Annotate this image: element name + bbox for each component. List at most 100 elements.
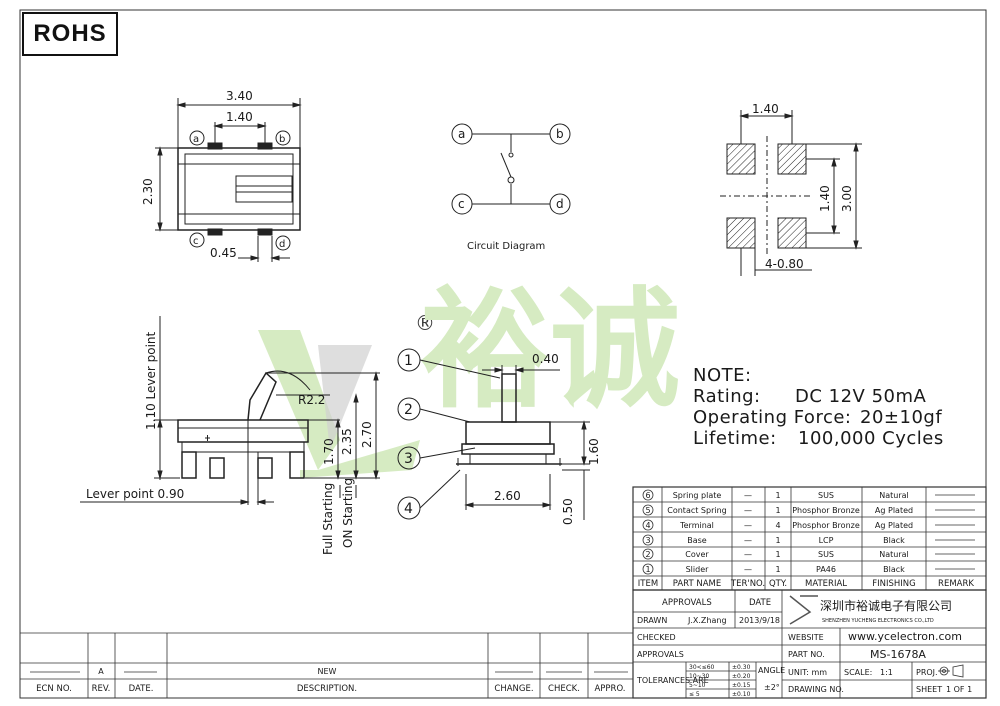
tb-tol-range: ≤ 5 (689, 691, 700, 698)
top-pin-c: c (193, 236, 199, 247)
bom-row-qty: 1 (775, 491, 780, 500)
front-callout-4: 4 (404, 501, 413, 517)
tb-unit: UNIT: mm (788, 668, 827, 677)
watermark-logo-left (258, 330, 340, 470)
tb-tol-value: ±0.20 (732, 673, 751, 680)
side-dim-270: 2.70 (360, 421, 374, 448)
rev-header-appro: APPRO. (594, 684, 625, 694)
bom-row-material: SUS (818, 491, 834, 500)
bom-row-item: 3 (645, 536, 650, 545)
circuit-terminal-a: a (458, 127, 465, 141)
front-callout-1: 1 (404, 353, 413, 369)
bom-row-finishing: Ag Plated (875, 521, 913, 530)
tb-approvals: APPROVALS (662, 598, 712, 608)
tb-angle-value: ±2° (764, 683, 780, 692)
tb-sheet-value: 1 OF 1 (946, 685, 972, 694)
bom-row-name: Spring plate (673, 491, 722, 500)
circuit-terminal-c: c (458, 197, 465, 211)
rev-header-change: CHANGE. (494, 684, 533, 694)
footprint-dim-total: 3.00 (840, 185, 854, 212)
front-callout-3: 3 (404, 451, 413, 467)
side-on-starting: ON Starting (341, 478, 355, 548)
circuit-diagram (451, 123, 571, 215)
tb-drawn: DRAWN (637, 616, 667, 625)
tb-angle-label: ANGLE (758, 666, 785, 675)
tb-scale-label: SCALE: (844, 668, 872, 677)
bom-row-finishing: Black (883, 565, 905, 574)
bom-row-material: SUS (818, 550, 834, 559)
tb-tol-range: 30<≤60 (689, 664, 715, 671)
tb-proj-label: PROJ. (916, 668, 938, 677)
top-view (155, 98, 302, 262)
side-lever-point-horizontal: Lever point 0.90 (86, 487, 184, 501)
front-view (397, 348, 590, 520)
top-dim-height: 2.30 (141, 178, 155, 205)
side-lever-point-vertical: 1.10 Lever point (144, 331, 158, 430)
top-dim-pin-width: 0.45 (210, 246, 237, 260)
bom-header-finishing: FINISHING (872, 579, 916, 589)
tb-tol-value: ±0.30 (732, 664, 751, 671)
note-force-label: Operating Force: (693, 407, 851, 428)
bom-row-material: Phosphor Bronze (792, 506, 860, 515)
bom-row-ter: — (744, 491, 752, 500)
drawing-border (19, 9, 987, 699)
bom-row-material: PA46 (816, 565, 836, 574)
side-view (80, 316, 380, 505)
bom-row-qty: 1 (775, 506, 780, 515)
bom-header-qty: QTY. (769, 579, 787, 589)
side-radius: R2.2 (298, 393, 325, 407)
note-force-value: 20±10gf (860, 407, 942, 428)
revision-text: A NEW ECN NO. REV. DATE. DESCRIPTION. CH… (36, 667, 625, 694)
front-callout-2: 2 (404, 402, 413, 418)
top-dim-width: 3.40 (226, 89, 253, 103)
bom-row-name: Terminal (679, 521, 714, 530)
front-dim-base: 0.50 (561, 498, 575, 525)
bom-header-remark: REMARK (938, 579, 974, 589)
bom-row-name: Slider (686, 565, 710, 574)
rev-header-description: DESCRIPTION. (297, 684, 357, 694)
watermark-logo-bottom (300, 440, 420, 478)
bom-header-ter: TER'NO. (730, 579, 765, 589)
projection-symbol-icon (938, 664, 964, 678)
rev-header-check: CHECK. (548, 684, 580, 694)
tb-tolerances-label: TOLERANCES ARE (636, 676, 709, 685)
rev-header-date: DATE. (129, 684, 154, 694)
bom-row-qty: 4 (775, 521, 780, 530)
footprint-pad-note: 4-0.80 (765, 257, 804, 271)
rohs-label: ROHS (33, 20, 107, 47)
bom-row-ter: — (744, 565, 752, 574)
top-dim-pin-pitch: 1.40 (226, 110, 253, 124)
bom-row: 4 Terminal — 4 Phosphor Bronze Ag Plated (645, 521, 913, 530)
rev-header-ecn: ECN NO. (36, 684, 72, 694)
bom-row-item: 4 (645, 521, 650, 530)
bom-row-ter: — (744, 521, 752, 530)
tb-tol-value: ±0.15 (732, 682, 751, 689)
tb-tol-range: 5~10 (689, 682, 706, 689)
bom-row: 3 Base — 1 LCP Black (645, 536, 905, 545)
side-dim-170: 1.70 (322, 438, 336, 465)
tb-approvals2: APPROVALS (637, 650, 684, 659)
bom-row-item: 1 (645, 565, 650, 574)
bom-row-finishing: Natural (879, 491, 909, 500)
bom-row-name: Cover (685, 550, 709, 559)
tb-company-en: SHENZHEN YUCHENG ELECTRONICS CO.,LTD (822, 618, 934, 624)
side-dim-235: 2.35 (340, 428, 354, 455)
footprint-dim-pitch-y: 1.40 (818, 185, 832, 212)
tb-part-no: MS-1678A (870, 648, 926, 661)
front-dim-height: 1.60 (587, 438, 601, 465)
notes-block: NOTE: Rating: DC 12V 50mA Operating Forc… (693, 365, 943, 449)
watermark-logo-gray (318, 345, 372, 450)
bom-row: 5 Contact Spring — 1 Phosphor Bronze Ag … (645, 506, 913, 515)
title-block-text: APPROVALS DATE DRAWN J.X.Zhang 2013/9/18… (636, 598, 972, 698)
note-rating-label: Rating: (693, 386, 761, 407)
bom-header-row: ITEM PART NAME TER'NO. QTY. MATERIAL FIN… (638, 579, 975, 589)
bom-row-ter: — (744, 536, 752, 545)
bom-row-qty: 1 (775, 550, 780, 559)
tb-drawing-no-label: DRAWING NO. (788, 685, 844, 694)
title-block (632, 589, 987, 699)
revision-table (20, 632, 633, 698)
bom-row: 6 Spring plate — 1 SUS Natural (645, 491, 908, 500)
bom-row-item: 5 (645, 506, 650, 515)
bom-row: 1 Slider — 1 PA46 Black (645, 565, 905, 574)
watermark-text: 裕诚 (420, 274, 680, 426)
